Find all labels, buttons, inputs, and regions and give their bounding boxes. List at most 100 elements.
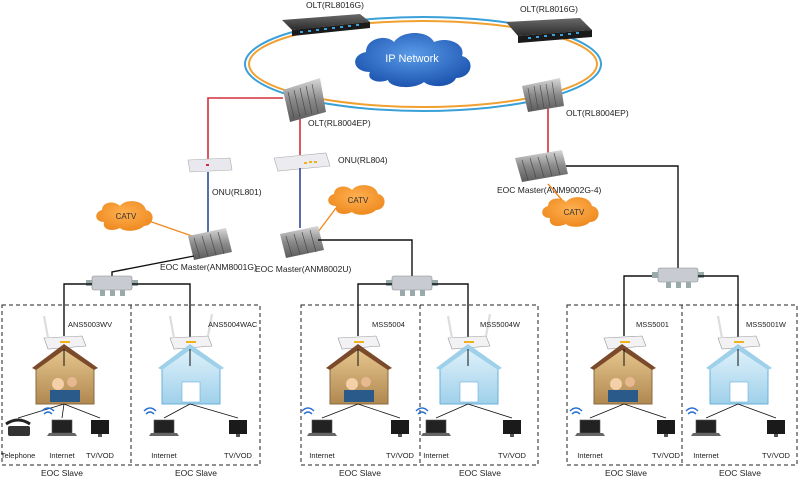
- slave-footer-label: EOC Slave: [175, 468, 217, 478]
- catv-label-3: CATV: [564, 208, 585, 217]
- device-label: Internet: [49, 451, 75, 460]
- slave-model-label: ANS5003WV: [68, 320, 112, 329]
- device-internet: Internet: [41, 407, 77, 460]
- wifi-icon: [569, 407, 583, 415]
- device-internet: Internet: [301, 407, 337, 460]
- device-internet: Internet: [143, 407, 179, 460]
- slave-footer-label: EOC Slave: [605, 468, 647, 478]
- slave-router: [337, 335, 381, 350]
- onu-rl804-label: ONU(RL804): [338, 155, 388, 165]
- device-label: Internet: [309, 451, 335, 460]
- slave-footer-label: EOC Slave: [339, 468, 381, 478]
- ip-network-label: IP Network: [385, 53, 439, 65]
- coax-onu-links: [207, 168, 301, 232]
- device-label: TV/VOD: [386, 451, 415, 460]
- house-icon: [326, 344, 392, 405]
- olt-rl8016g-left: OLT(RL8016G): [282, 0, 370, 36]
- ring: [244, 16, 602, 112]
- onu-rl801: ONU(RL801): [187, 157, 262, 197]
- eoc-slave-2: ANS5004WAC Internet TV/VOD EOC Slave: [143, 313, 258, 478]
- device-label: TV/VOD: [86, 451, 115, 460]
- eoc-master-anm9002g4: EOC Master(ANM9002G-4): [497, 150, 602, 195]
- slave-router: [168, 313, 214, 350]
- splitter-2: [386, 275, 438, 296]
- device-label: Internet: [577, 451, 603, 460]
- onu-rl801-label: ONU(RL801): [212, 187, 262, 197]
- slave-model-label: ANS5004WAC: [208, 320, 258, 329]
- slave-router: [716, 315, 761, 350]
- olt-left-label: OLT(RL8016G): [306, 0, 364, 10]
- wifi-icon: [415, 407, 429, 415]
- catv-cloud-1: CATV: [96, 201, 153, 231]
- house-icon: [706, 344, 772, 405]
- catv-label-2: CATV: [348, 196, 369, 205]
- device-label: TV/VOD: [652, 451, 681, 460]
- device-label: Internet: [693, 451, 719, 460]
- device-tv-vod: TV/VOD: [86, 420, 115, 460]
- wifi-icon: [41, 407, 55, 415]
- wifi-icon: [143, 407, 157, 415]
- device-tv-vod: TV/VOD: [762, 420, 791, 460]
- device-tv-vod: TV/VOD: [386, 420, 415, 460]
- slave-router: [42, 315, 87, 350]
- device-internet: Internet: [415, 407, 451, 460]
- coax-master-links: [111, 165, 679, 276]
- eoc-master-9002-label: EOC Master(ANM9002G-4): [497, 185, 602, 195]
- device-label: Internet: [423, 451, 449, 460]
- device-telephone: Telephone: [1, 418, 36, 460]
- olt8004-right-label: OLT(RL8004EP): [566, 108, 629, 118]
- device-label: TV/VOD: [498, 451, 527, 460]
- wifi-icon: [301, 407, 315, 415]
- olt8004-left-label: OLT(RL8004EP): [308, 118, 371, 128]
- house-icon: [436, 344, 502, 405]
- olt-right-label: OLT(RL8016G): [520, 4, 578, 14]
- ip-network-cloud: IP Network: [355, 33, 471, 88]
- coax-slave-links: [63, 275, 739, 338]
- slave-model-label: MSS5004: [372, 320, 405, 329]
- device-internet: Internet: [685, 407, 721, 460]
- slave-footer-label: EOC Slave: [719, 468, 761, 478]
- catv-cloud-2: CATV: [328, 185, 385, 215]
- eoc-master-8001-label: EOC Master(ANM8001G): [160, 262, 257, 272]
- device-tv-vod: TV/VOD: [652, 420, 681, 460]
- device-label: Internet: [151, 451, 177, 460]
- eoc-master-anm8001g: EOC Master(ANM8001G): [160, 228, 257, 272]
- device-tv-vod: TV/VOD: [224, 420, 253, 460]
- slave-footer-label: EOC Slave: [41, 468, 83, 478]
- catv-label-1: CATV: [116, 212, 137, 221]
- slave-group-boxes: [1, 304, 798, 466]
- onu-rl804: ONU(RL804): [273, 152, 388, 172]
- device-label: Telephone: [1, 451, 36, 460]
- slave-inner-dividers: [130, 305, 683, 465]
- house-icon: [590, 344, 656, 405]
- eoc-master-8002-label: EOC Master(ANM8002U): [255, 264, 352, 274]
- wifi-icon: [685, 407, 699, 415]
- splitter-1: [86, 275, 138, 296]
- olt-rl8004ep-left: OLT(RL8004EP): [283, 78, 371, 128]
- catv-links: [145, 183, 563, 237]
- device-internet: Internet: [569, 407, 605, 460]
- house-icon: [158, 344, 224, 405]
- slave-router: [446, 313, 492, 350]
- device-tv-vod: TV/VOD: [498, 420, 527, 460]
- slave-router: [603, 335, 647, 350]
- device-label: TV/VOD: [224, 451, 253, 460]
- house-icon: [32, 344, 98, 405]
- device-label: TV/VOD: [762, 451, 791, 460]
- eoc-master-anm8002u: EOC Master(ANM8002U): [255, 226, 352, 274]
- slave-model-label: MSS5001: [636, 320, 669, 329]
- olt-rl8004ep-right: OLT(RL8004EP): [522, 78, 629, 118]
- slave-model-label: MSS5004W: [480, 320, 521, 329]
- slave-model-label: MSS5001W: [746, 320, 787, 329]
- slave-footer-label: EOC Slave: [459, 468, 501, 478]
- olt-rl8016g-right: OLT(RL8016G): [506, 4, 592, 43]
- catv-cloud-3: CATV: [542, 197, 599, 227]
- eoc-slave-4: MSS5004W Internet TV/VOD EOC Slave: [415, 313, 527, 478]
- splitter-3: [652, 267, 704, 288]
